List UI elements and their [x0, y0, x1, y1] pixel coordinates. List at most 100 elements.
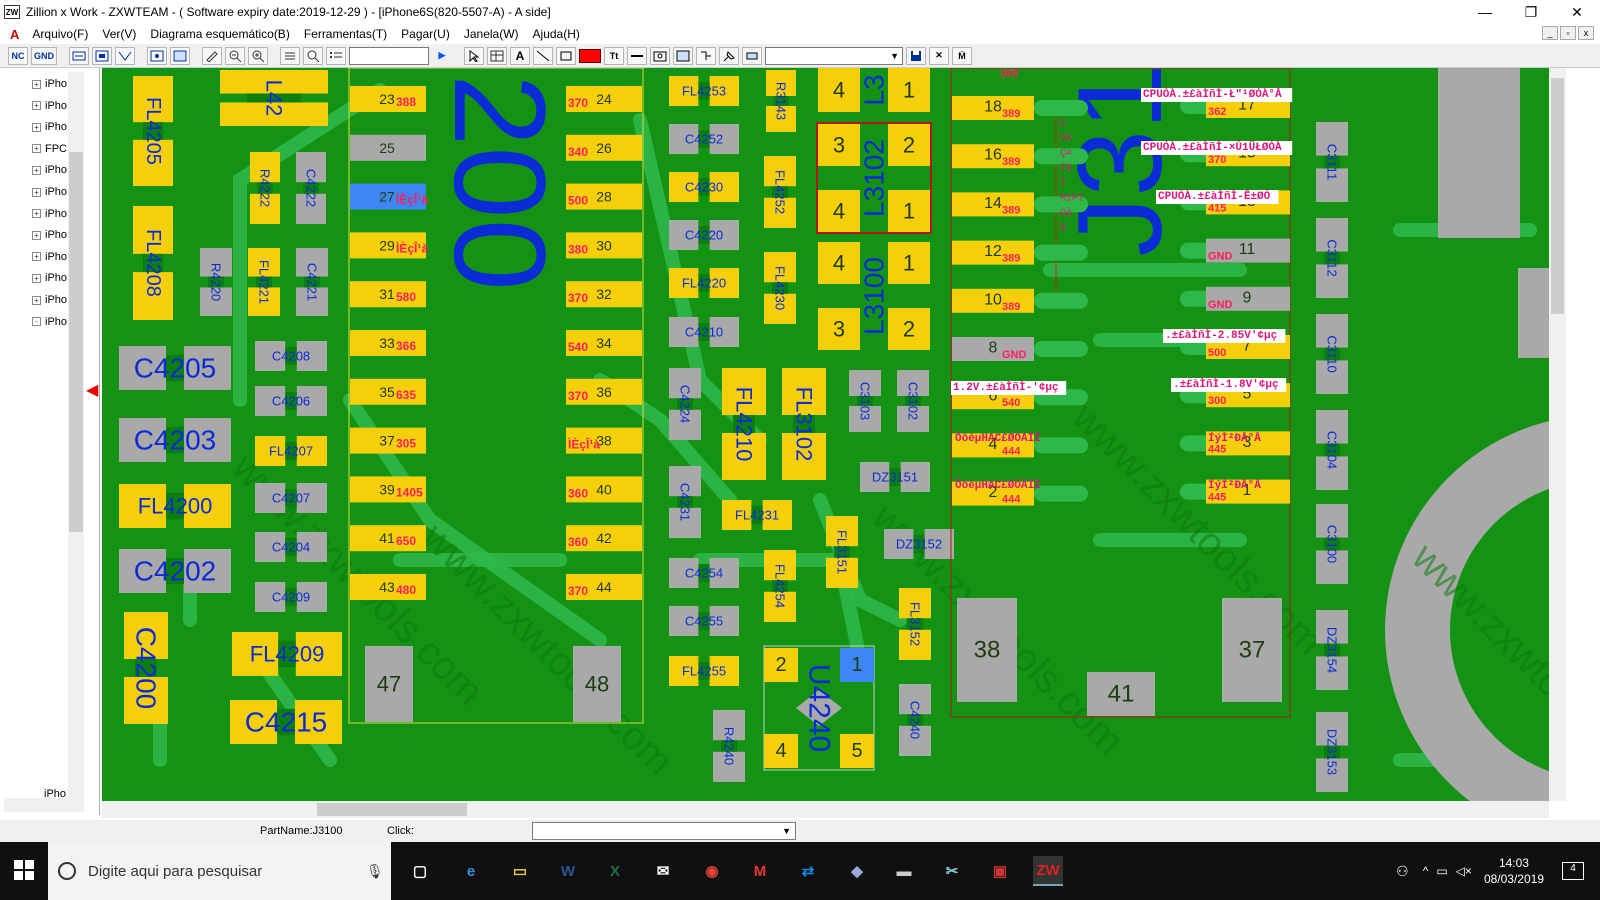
tree-item[interactable]: +iPho: [32, 100, 67, 112]
component-pad[interactable]: [248, 287, 280, 316]
component-pad[interactable]: [183, 549, 231, 593]
component-pad[interactable]: [669, 368, 701, 399]
component-pad[interactable]: [124, 612, 168, 660]
component-pad[interactable]: [849, 370, 881, 397]
component-pad[interactable]: [709, 558, 739, 588]
tree-item[interactable]: +iPho: [32, 121, 67, 133]
snip-icon[interactable]: ✂: [945, 863, 959, 880]
connector-pad[interactable]: [350, 232, 426, 259]
taskbar-search[interactable]: Digite aqui para pesquisar 🎙: [48, 842, 391, 900]
pad-trace[interactable]: [1034, 244, 1088, 261]
tree-item[interactable]: +iPho: [32, 208, 67, 220]
component-pad[interactable]: [782, 368, 826, 416]
measure-icon[interactable]: Ṁ: [952, 46, 972, 65]
component-pad[interactable]: [220, 102, 328, 126]
component-pad[interactable]: [669, 172, 699, 202]
component-pad[interactable]: [766, 70, 796, 97]
component-pad[interactable]: [849, 405, 881, 432]
expand-icon[interactable]: +: [32, 252, 41, 262]
component-pad[interactable]: [133, 272, 173, 320]
text-size-icon[interactable]: Tt: [604, 46, 624, 65]
teamviewer-icon[interactable]: ⇄: [801, 863, 815, 880]
board-vscrollbar[interactable]: [1549, 68, 1566, 801]
component-pad[interactable]: [250, 193, 280, 224]
part-icon[interactable]: [69, 46, 89, 65]
inductor-pad[interactable]: [818, 124, 860, 166]
expand-icon[interactable]: +: [32, 79, 41, 89]
status-combo[interactable]: ▼: [532, 822, 796, 840]
component-pad[interactable]: [296, 582, 327, 612]
select-arrow-icon[interactable]: [464, 46, 484, 65]
pad-trace[interactable]: [1034, 485, 1088, 502]
component-pad[interactable]: [183, 484, 231, 528]
capture-icon[interactable]: [673, 46, 693, 65]
expand-icon[interactable]: +: [32, 101, 41, 111]
component-pad[interactable]: [1316, 360, 1348, 394]
component-pad[interactable]: [709, 172, 739, 202]
component-pad[interactable]: [709, 220, 739, 250]
component-pad[interactable]: [1316, 456, 1348, 490]
component-pad[interactable]: [722, 368, 766, 416]
inductor-pad[interactable]: [888, 308, 930, 350]
component-pad[interactable]: [709, 124, 739, 154]
component-pad[interactable]: [669, 507, 701, 538]
mdi-restore-button[interactable]: ▫: [1560, 26, 1576, 40]
component-pad[interactable]: [294, 700, 342, 744]
inductor-pad[interactable]: [888, 190, 930, 232]
connector-pad[interactable]: [350, 525, 426, 552]
expand-icon[interactable]: +: [32, 122, 41, 132]
component-pad[interactable]: [826, 516, 858, 547]
inductor-pad[interactable]: [818, 242, 860, 284]
connector-pad[interactable]: [566, 86, 642, 112]
connector-pad[interactable]: [1206, 238, 1290, 263]
menu-ferramentas[interactable]: Ferramentas(T): [303, 27, 388, 41]
word-icon[interactable]: W: [560, 862, 576, 880]
expand-icon[interactable]: +: [32, 144, 41, 154]
component-pad[interactable]: [296, 386, 327, 416]
component-pad[interactable]: [1316, 712, 1348, 746]
ic-pad[interactable]: [764, 734, 798, 768]
rectangle-icon[interactable]: [556, 46, 576, 65]
component-pad[interactable]: [1316, 314, 1348, 348]
component-pad[interactable]: [897, 370, 929, 397]
inductor-pad[interactable]: [888, 124, 930, 166]
connector-pad[interactable]: [1206, 479, 1290, 504]
component-pad[interactable]: [119, 549, 167, 593]
component-pad[interactable]: [124, 676, 168, 724]
component-pad[interactable]: [669, 409, 701, 440]
connector-pad[interactable]: [566, 134, 642, 161]
component-pad[interactable]: [709, 76, 739, 106]
connector-pad[interactable]: [566, 183, 642, 210]
component-pad[interactable]: [764, 550, 796, 581]
component-pad[interactable]: [119, 418, 167, 462]
component-pad[interactable]: [119, 346, 167, 390]
microphone-icon[interactable]: 🎙: [366, 862, 384, 879]
connector-pad[interactable]: [952, 192, 1034, 217]
zoom-out-icon[interactable]: [225, 46, 245, 65]
save-icon[interactable]: [906, 46, 926, 65]
component-pad[interactable]: [782, 432, 826, 480]
color-swatch[interactable]: [579, 48, 601, 63]
component-pad[interactable]: [709, 606, 739, 636]
component-pad[interactable]: [884, 529, 914, 559]
mdi-minimize-button[interactable]: _: [1542, 26, 1558, 40]
component-pad[interactable]: [255, 436, 286, 466]
component-pad[interactable]: [255, 386, 286, 416]
board-hscrollbar[interactable]: [102, 801, 1549, 818]
component-pad[interactable]: [924, 529, 954, 559]
connector-big-pad[interactable]: [365, 646, 413, 722]
component-pad[interactable]: [669, 124, 699, 154]
gray-pad[interactable]: [1438, 68, 1520, 238]
component-pad[interactable]: [200, 287, 232, 316]
close-button[interactable]: ✕: [1571, 3, 1583, 20]
component-pad[interactable]: [669, 558, 699, 588]
component-pad[interactable]: [133, 139, 173, 186]
component-pad[interactable]: [296, 532, 327, 562]
component-pad[interactable]: [220, 70, 328, 94]
line-icon[interactable]: [533, 46, 553, 65]
menu-janela[interactable]: Janela(W): [463, 27, 519, 41]
component-pad[interactable]: [1316, 168, 1348, 202]
ic-pad[interactable]: [764, 648, 798, 682]
text-a-icon[interactable]: A: [510, 46, 530, 65]
connector-pad[interactable]: [566, 330, 642, 356]
